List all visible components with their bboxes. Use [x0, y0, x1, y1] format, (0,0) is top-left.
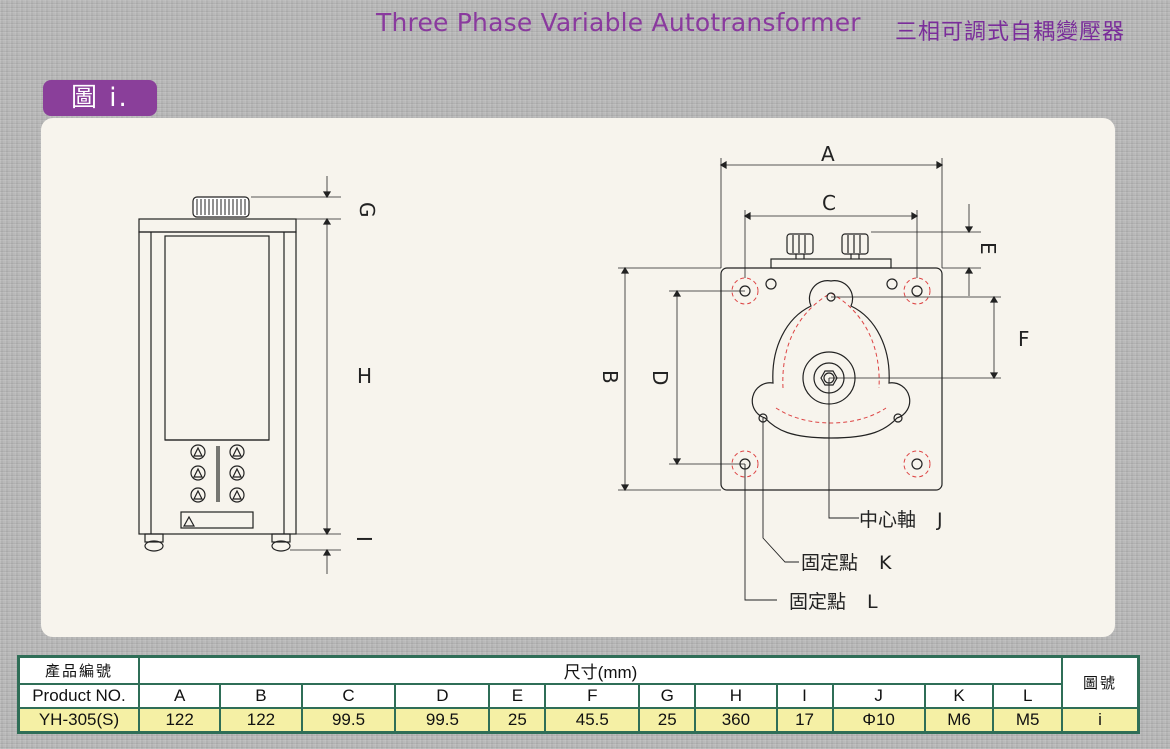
figure-tag: 圖 i. [43, 80, 157, 116]
product-header-zh: 產品編號 [19, 657, 139, 684]
front-panel [164, 235, 270, 441]
dim-label-a: A [821, 142, 835, 166]
table-row: YH-305(S) 122 122 99.5 99.5 25 45.5 25 3… [19, 708, 1138, 732]
dim-label-c: C [822, 191, 836, 215]
col-header-b: B [220, 684, 302, 708]
dim-label-g: G [355, 202, 379, 218]
callout-l: L [867, 591, 878, 613]
callout-j: J [936, 509, 943, 531]
col-header-l: L [993, 684, 1062, 708]
col-header-f: F [545, 684, 640, 708]
foot-left [144, 533, 164, 543]
col-header-d: D [395, 684, 490, 708]
foot-right [271, 533, 291, 543]
title-english: Three Phase Variable Autotransformer [376, 8, 861, 37]
top-view [618, 158, 1001, 601]
title-chinese: 三相可調式自耦變壓器 [895, 20, 1126, 45]
dim-label-f: F [1018, 327, 1030, 351]
product-number: YH-305(S) [19, 708, 139, 732]
col-header-e: E [489, 684, 546, 708]
value-d: 99.5 [395, 708, 490, 732]
terminal-block [180, 444, 254, 529]
value-b: 122 [220, 708, 302, 732]
product-header-en: Product NO. [19, 684, 139, 708]
figure-number: i [1062, 708, 1138, 732]
col-header-k: K [924, 684, 994, 708]
side-view [138, 176, 341, 574]
col-header-h: H [695, 684, 777, 708]
top-cap [138, 218, 297, 233]
callout-center-shaft: 中心軸 [859, 509, 916, 531]
col-header-i: I [776, 684, 833, 708]
value-j: Φ10 [832, 708, 925, 732]
dim-label-e: E [976, 242, 1000, 255]
dim-label-b: B [598, 370, 622, 384]
value-h: 360 [695, 708, 777, 732]
callout-fix-point-l: 固定點 [789, 591, 846, 613]
callout-fix-point-k: 固定點 [801, 552, 858, 574]
spec-table: 產品編號 尺寸(mm) 圖號 Product NO. A B C D E F G… [17, 655, 1140, 734]
col-header-a: A [139, 684, 221, 708]
value-k: M6 [924, 708, 994, 732]
value-i: 17 [776, 708, 833, 732]
value-c: 99.5 [301, 708, 396, 732]
body [138, 231, 297, 535]
hub-plate [751, 280, 911, 439]
value-a: 122 [139, 708, 221, 732]
value-e: 25 [489, 708, 546, 732]
figure-header: 圖號 [1062, 657, 1138, 708]
value-f: 45.5 [545, 708, 640, 732]
col-header-j: J [832, 684, 925, 708]
dim-label-i: I [352, 536, 376, 542]
dim-label-d: D [648, 370, 672, 385]
value-g: 25 [639, 708, 696, 732]
size-header: 尺寸(mm) [139, 657, 1062, 684]
drawing-panel: G H I A C E F B D 中心軸 J 固定點 K 固定點 L [41, 118, 1115, 637]
callout-k: K [879, 552, 892, 574]
col-header-g: G [639, 684, 696, 708]
technical-drawing: G H I A C E F B D 中心軸 J 固定點 K 固定點 L [138, 142, 1030, 613]
col-header-c: C [301, 684, 396, 708]
value-l: M5 [993, 708, 1062, 732]
dim-label-h: H [357, 364, 372, 388]
